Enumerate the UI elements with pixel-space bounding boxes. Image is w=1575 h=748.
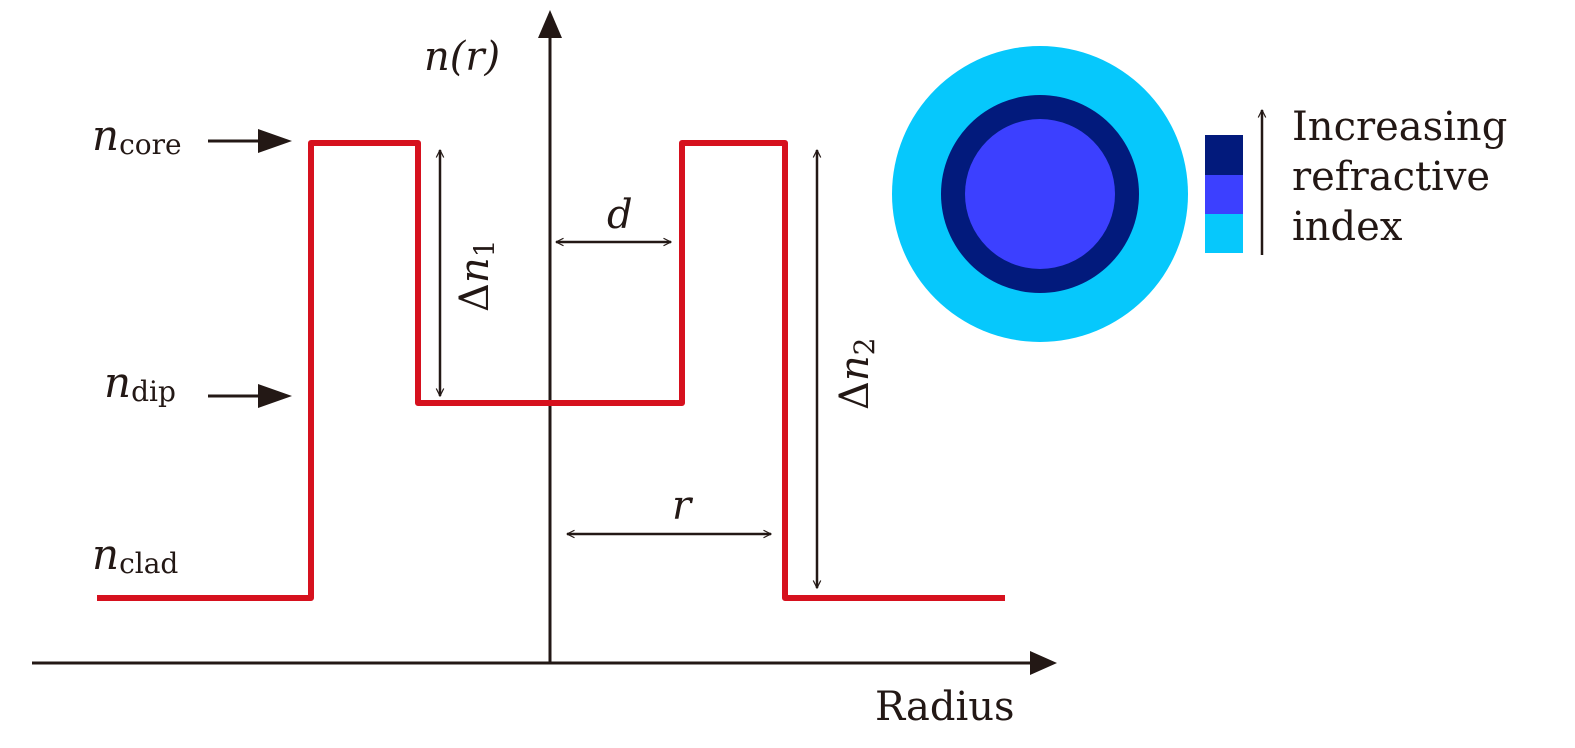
legend-swatch-low [1205, 214, 1243, 253]
legend-text: Increasing refractive index [1292, 104, 1520, 250]
n-dip-label: ndip [104, 358, 176, 408]
y-axis-arrowhead [538, 10, 562, 38]
x-axis-arrowhead [1030, 651, 1057, 675]
index-profile-line [97, 140, 1005, 601]
legend-swatch-mid [1205, 175, 1243, 214]
fiber-cross-section [892, 46, 1188, 342]
index-legend: Increasing refractive index [1205, 104, 1520, 255]
n-clad-label: nclad [92, 530, 178, 580]
dip-level-arrowhead [258, 384, 292, 408]
y-axis-label: n(r) [424, 34, 500, 80]
d-label: d [607, 192, 633, 238]
n-core-label: ncore [92, 111, 182, 161]
dip-center [965, 119, 1115, 269]
r-label: r [672, 483, 694, 529]
delta-n1-label: Δn1 [452, 240, 501, 312]
delta-n2-label: Δn2 [832, 338, 881, 410]
core-level-arrowhead [258, 129, 292, 153]
x-axis-label: Radius [875, 684, 1015, 730]
legend-swatch-high [1205, 135, 1243, 175]
